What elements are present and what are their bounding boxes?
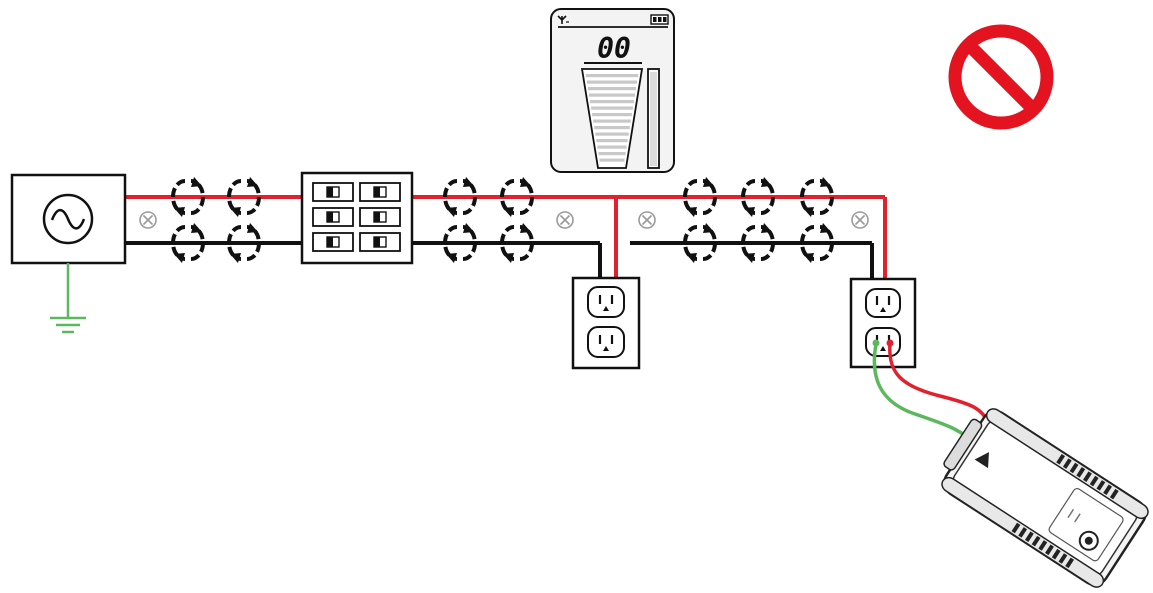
field-swirl-icon xyxy=(500,177,534,217)
field-swirl-icon xyxy=(500,223,534,263)
outlet-socket xyxy=(587,286,625,318)
breaker-switch xyxy=(359,232,401,252)
breaker-switch xyxy=(359,182,401,202)
field-swirl-icon xyxy=(227,177,261,217)
hot-wires xyxy=(125,195,887,279)
outlet-socket xyxy=(865,288,901,318)
ac-source-icon xyxy=(10,173,127,265)
battery-icon xyxy=(650,14,669,25)
warning-triangle-icon xyxy=(974,452,989,469)
field-swirl-icon xyxy=(683,223,717,263)
outlet-2 xyxy=(849,277,917,369)
breaker-switch xyxy=(359,207,401,227)
meter-reading: 00 xyxy=(597,32,631,65)
field-swirl-icon xyxy=(800,177,834,217)
signal-strength-bar xyxy=(580,68,644,169)
ground-symbol-icon xyxy=(50,263,86,334)
breaker-switch xyxy=(312,232,354,252)
circled-x-icon xyxy=(139,211,157,229)
circled-x-icon xyxy=(638,211,656,229)
breaker-panel xyxy=(300,171,414,265)
field-swirl-icon xyxy=(227,223,261,263)
field-swirl-icon xyxy=(800,223,834,263)
breaker-switch xyxy=(312,182,354,202)
wire-tracer-transmitter xyxy=(941,408,1149,588)
receiver-display: 00 xyxy=(550,8,675,173)
outlet-socket xyxy=(587,326,625,358)
outlet-1 xyxy=(571,276,641,370)
test-leads xyxy=(872,339,992,442)
breaker-switch xyxy=(312,207,354,227)
field-swirl-icon xyxy=(741,223,775,263)
antenna-signal-icon xyxy=(557,15,569,24)
outlet-socket xyxy=(865,327,901,357)
field-swirl-icon xyxy=(683,177,717,217)
field-swirl-icon xyxy=(171,177,205,217)
no-symbol-icon xyxy=(948,24,1054,130)
signal-swirls xyxy=(171,177,834,263)
field-swirl-icon xyxy=(171,223,205,263)
circled-x-icon xyxy=(556,211,574,229)
field-swirl-icon xyxy=(443,223,477,263)
field-swirl-icon xyxy=(443,177,477,217)
field-swirl-icon xyxy=(741,177,775,217)
circled-x-icon xyxy=(851,211,869,229)
